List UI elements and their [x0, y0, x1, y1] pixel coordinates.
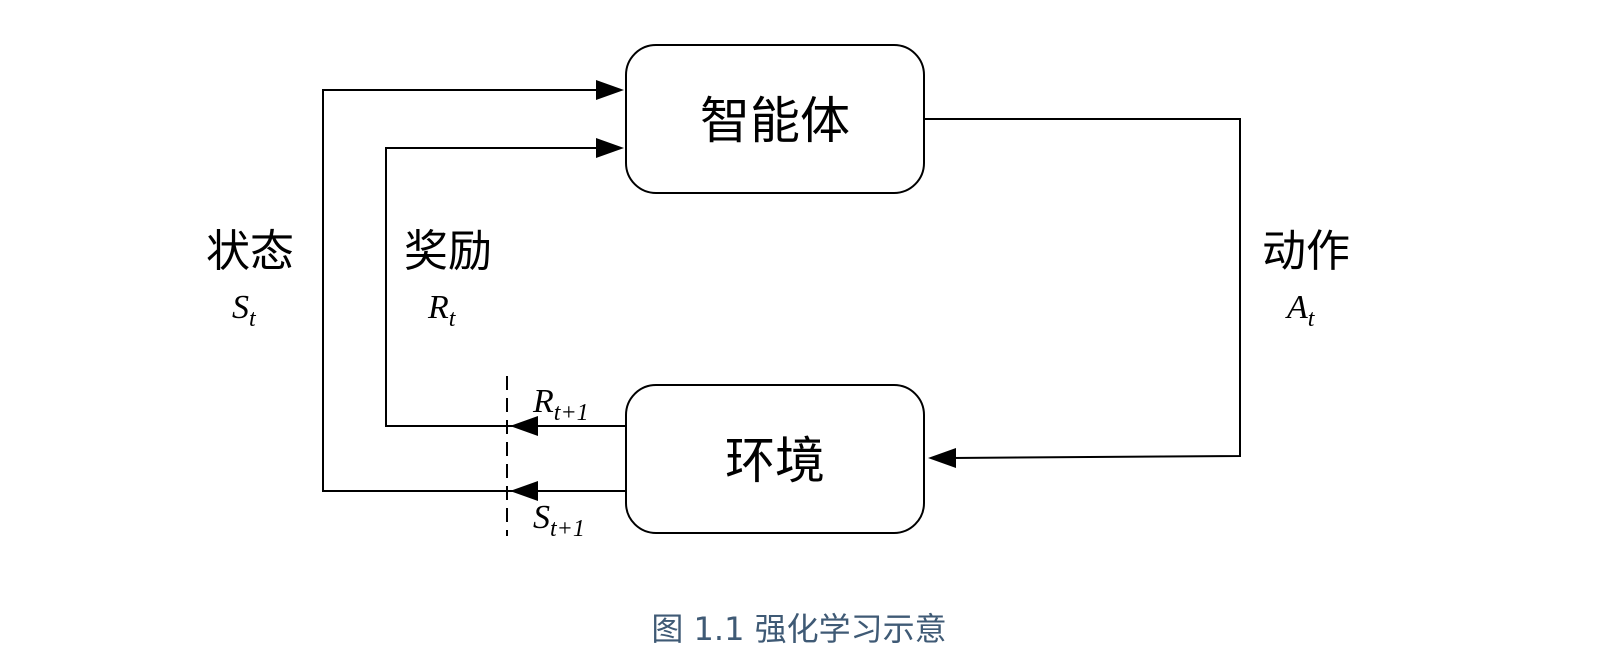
reward-arrowhead — [596, 138, 624, 158]
rl-diagram: 智能体 环境 状态 St 奖励 Rt 动作 At Rt+1 St+1 — [206, 44, 1350, 542]
environment-box — [625, 384, 925, 534]
state-arrow-line — [322, 89, 626, 492]
agent-label: 智能体 — [700, 92, 850, 150]
next-reward-symbol: Rt+1 — [532, 383, 589, 426]
action-arrowhead — [928, 448, 956, 468]
next-state-symbol: St+1 — [533, 499, 585, 542]
action-label: 动作 — [1262, 226, 1350, 277]
action-symbol: At — [1285, 289, 1316, 332]
figure-caption: 图 1.1 强化学习示意 — [651, 610, 947, 648]
environment-label: 环境 — [725, 432, 825, 490]
reward-label: 奖励 — [404, 226, 492, 277]
state-label: 状态 — [206, 226, 294, 277]
action-arrow-line — [924, 118, 1241, 459]
reward-symbol: Rt — [427, 289, 457, 332]
state-arrowhead — [596, 80, 624, 100]
next-reward-arrowhead — [510, 416, 538, 436]
state-symbol: St — [232, 289, 257, 332]
next-state-arrowhead — [510, 481, 538, 501]
